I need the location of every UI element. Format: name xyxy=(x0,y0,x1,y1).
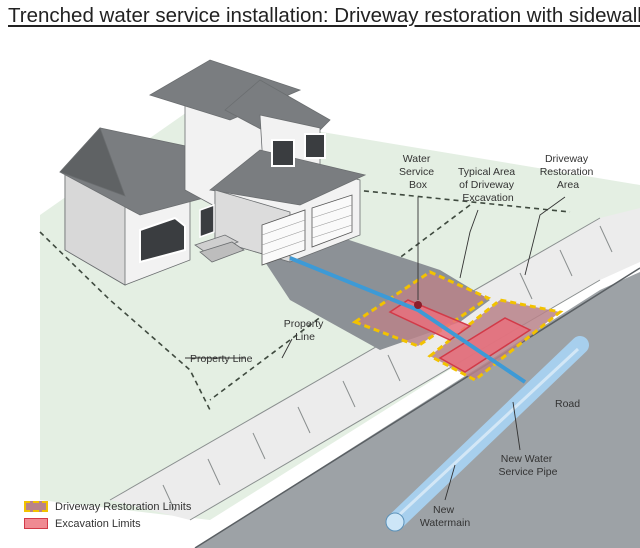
leader-lines xyxy=(185,196,566,501)
excavation-swatch xyxy=(24,518,48,529)
excavation-area-2 xyxy=(438,317,532,373)
property-line-left xyxy=(39,231,211,411)
driveway-restoration-area-label: Driveway Restoration Area xyxy=(540,153,597,191)
legend-item-restoration: Driveway Restoration Limits xyxy=(24,498,191,515)
road-label: Road xyxy=(555,398,580,410)
restoration-swatch xyxy=(24,501,48,512)
legend-item-excavation: Excavation Limits xyxy=(24,515,191,532)
legend-label-excavation: Excavation Limits xyxy=(55,517,141,530)
house xyxy=(59,59,367,286)
road xyxy=(195,272,640,548)
new-watermain-label: New Watermain xyxy=(420,504,471,529)
sidewalk xyxy=(110,208,640,520)
legend: Driveway Restoration Limits Excavation L… xyxy=(24,498,191,532)
water-service-box-label: Water Service Box xyxy=(399,153,437,191)
diagram-title: Trenched water service installation: Dri… xyxy=(8,4,640,27)
new-water-service-pipe-label: New Water Service Pipe xyxy=(499,453,558,478)
road-edge xyxy=(194,267,640,548)
new-water-service-pipe xyxy=(289,256,527,384)
typical-area-label: Typical Area of Driveway Excavation xyxy=(458,166,518,204)
legend-label-restoration: Driveway Restoration Limits xyxy=(55,500,192,513)
water-service-box xyxy=(414,301,422,309)
property-line-left-label: Property Line xyxy=(190,353,253,365)
property-line-center-label: Property Line xyxy=(284,318,327,343)
